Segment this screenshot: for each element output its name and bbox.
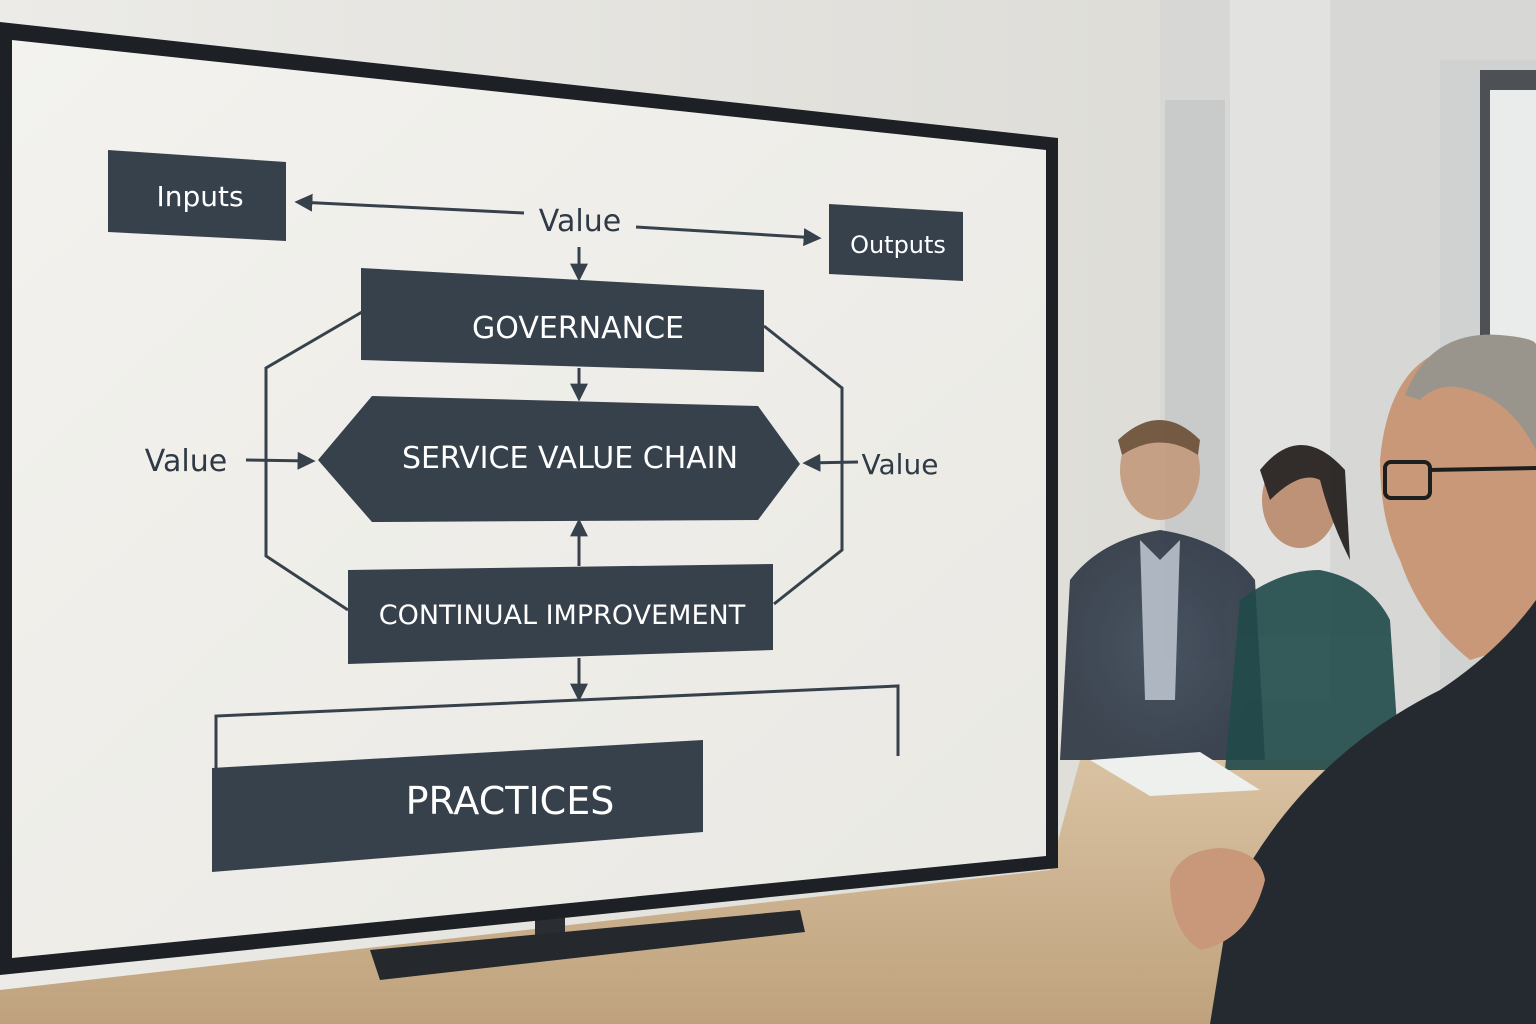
- person-blurred-2: [1225, 445, 1400, 770]
- outputs-box: [829, 204, 963, 281]
- value-right-label: Value: [862, 448, 939, 481]
- governance-label: GOVERNANCE: [472, 311, 684, 346]
- connector-lines: [214, 193, 900, 770]
- continual-improvement-label: CONTINUAL IMPROVEMENT: [379, 600, 746, 631]
- value-top-label: Value: [539, 204, 621, 239]
- paper: [1090, 752, 1260, 796]
- value-left-label: Value: [145, 444, 227, 479]
- inputs-label: Inputs: [156, 180, 243, 213]
- service-value-chain-label: SERVICE VALUE CHAIN: [402, 441, 738, 476]
- practices-box: [212, 740, 703, 872]
- svs-diagram: Inputs Outputs Value Value Value GOVERNA…: [108, 150, 963, 872]
- inputs-box: [108, 150, 286, 241]
- outputs-label: Outputs: [850, 231, 946, 259]
- practices-label: PRACTICES: [406, 779, 615, 823]
- person-foreground: [1170, 334, 1536, 1024]
- continual-improvement-box: [348, 564, 773, 664]
- governance-box: [361, 268, 764, 372]
- person-blurred-1: [1060, 420, 1265, 760]
- service-value-chain-hexagon: [318, 396, 800, 522]
